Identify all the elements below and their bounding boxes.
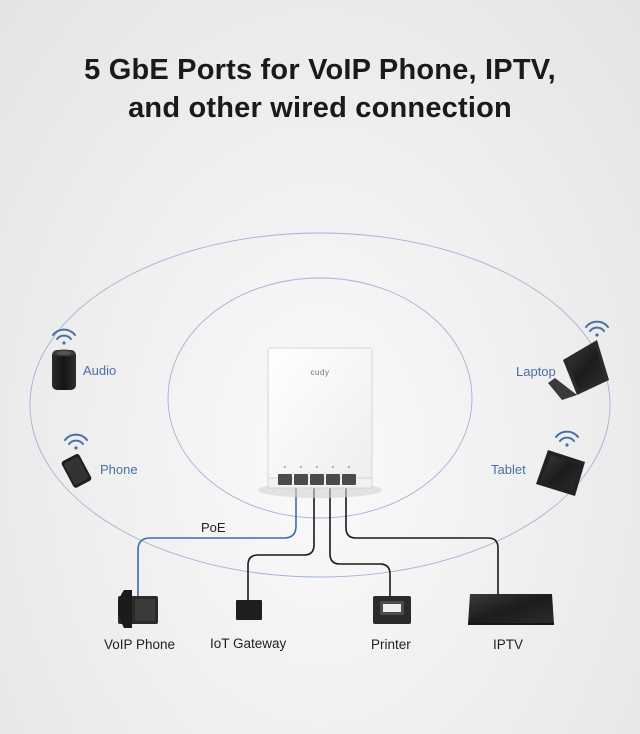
wifi-icon xyxy=(585,320,609,337)
wifi-icon xyxy=(52,328,76,345)
laptop-icon xyxy=(548,340,609,400)
iot-gateway-label: IoT Gateway xyxy=(210,636,287,651)
iptv-label: IPTV xyxy=(493,637,524,652)
smartphone-icon xyxy=(61,454,92,488)
iot-cable xyxy=(247,488,315,602)
printer-icon xyxy=(373,596,411,624)
wifi-icon xyxy=(555,430,579,447)
laptop-device xyxy=(548,320,609,400)
audio-device xyxy=(52,328,76,390)
audio-label: Audio xyxy=(83,363,117,378)
iptv-cable xyxy=(345,488,499,594)
page-subtitle: and other wired connection xyxy=(128,92,512,124)
poe-label: PoE xyxy=(201,520,226,535)
wall-access-point: cudy xyxy=(258,347,382,498)
voip-phone-label: VoIP Phone xyxy=(104,637,176,652)
phone-device xyxy=(61,433,92,488)
tv-icon xyxy=(468,594,554,625)
phone-label: Phone xyxy=(100,462,138,477)
tablet-label: Tablet xyxy=(491,462,526,477)
desk-phone-icon xyxy=(118,590,158,628)
page-title: 5 GbE Ports for VoIP Phone, IPTV, xyxy=(84,54,556,86)
ethernet-ports xyxy=(278,474,356,485)
laptop-label: Laptop xyxy=(516,364,556,379)
inner-coverage-ring xyxy=(167,277,473,519)
printer-label: Printer xyxy=(371,637,411,652)
poe-cable xyxy=(137,488,297,600)
printer-cable xyxy=(329,488,391,596)
tablet-device xyxy=(536,430,585,496)
wifi-icon xyxy=(64,433,88,450)
tablet-icon xyxy=(536,450,585,496)
speaker-icon xyxy=(52,349,76,390)
brand-logo: cudy xyxy=(311,368,330,377)
outer-coverage-ring xyxy=(29,232,611,578)
iot-gateway-icon xyxy=(236,600,262,620)
